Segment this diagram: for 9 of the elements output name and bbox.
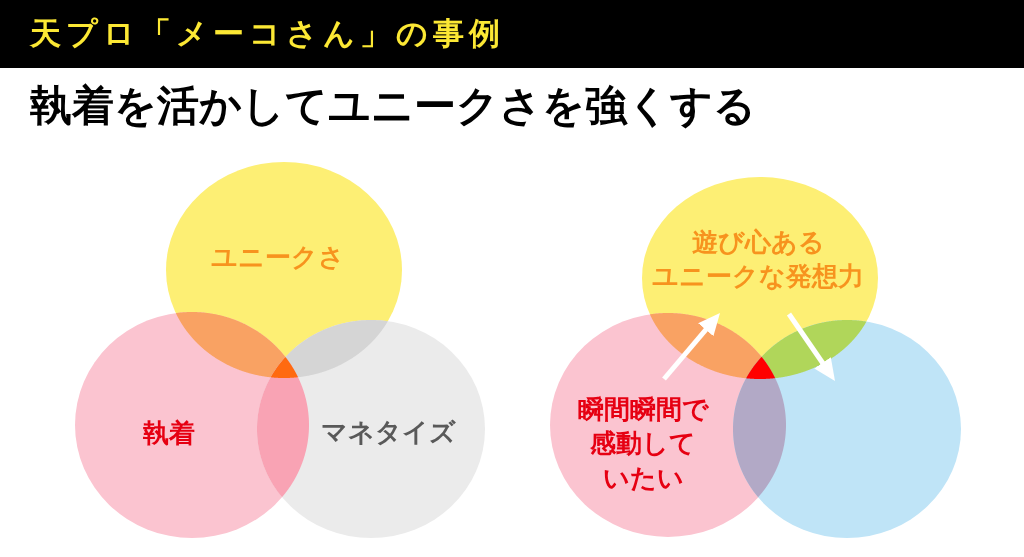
venn-label: 瞬間瞬間で感動していたい bbox=[577, 392, 709, 495]
slide-title: 執着を活かしてユニークさを強くする bbox=[30, 80, 756, 132]
venn-label: ユニークさ bbox=[211, 240, 345, 274]
header-text: 天プロ「メーコさん」の事例 bbox=[30, 14, 505, 53]
arrow bbox=[662, 313, 720, 381]
venn-label: 遊び心あるユニークな発想力 bbox=[652, 225, 864, 293]
venn-label: 執着 bbox=[143, 416, 195, 450]
arrow bbox=[786, 312, 835, 381]
venn-label: マネタイズ bbox=[320, 415, 456, 449]
